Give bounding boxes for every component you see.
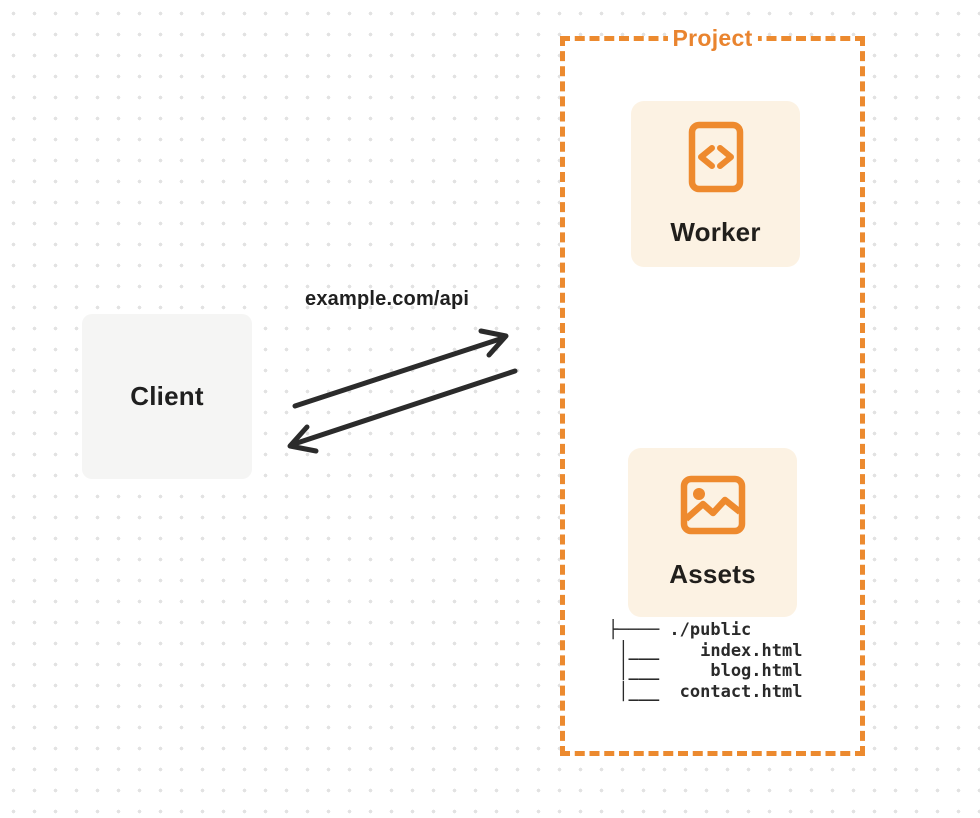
project-container: Project Worker Assets ├──── ./public │__… bbox=[560, 23, 865, 756]
assets-node: Assets bbox=[628, 448, 797, 617]
assets-label: Assets bbox=[669, 559, 756, 589]
image-icon bbox=[680, 475, 746, 535]
client-node: Client bbox=[82, 314, 252, 479]
code-file-icon bbox=[688, 121, 744, 193]
assets-file-tree: ├──── ./public │___ index.html │___ blog… bbox=[608, 620, 803, 702]
request-url-label: example.com/api bbox=[305, 288, 470, 310]
response-arrow bbox=[287, 368, 518, 454]
project-title: Project bbox=[667, 23, 758, 53]
worker-node: Worker bbox=[631, 101, 800, 267]
client-label: Client bbox=[130, 381, 204, 411]
worker-label: Worker bbox=[670, 216, 761, 247]
request-arrow bbox=[292, 328, 509, 409]
